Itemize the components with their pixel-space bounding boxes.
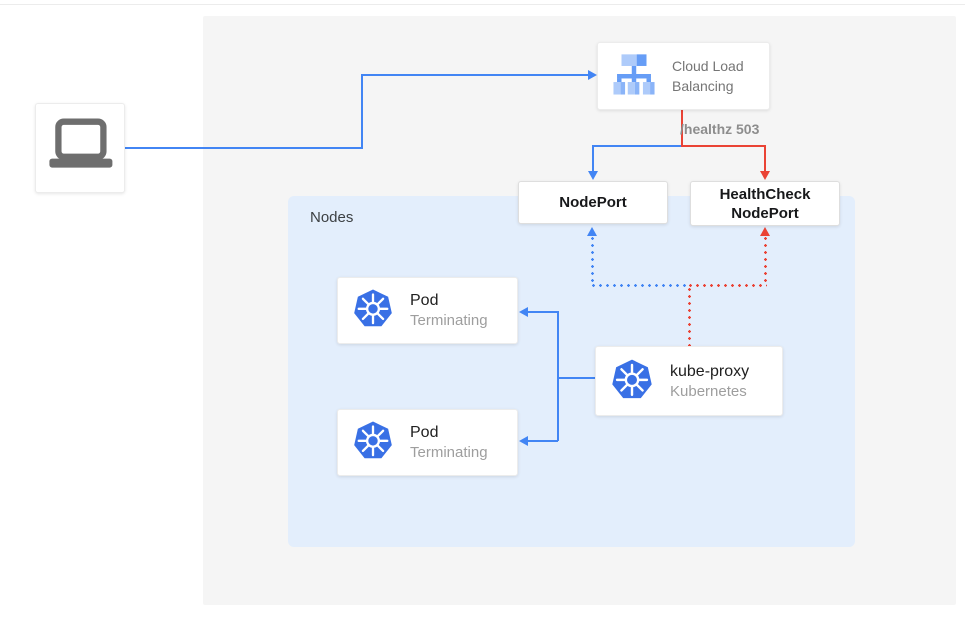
nodes-region-label: Nodes (310, 209, 354, 226)
clb-label-line2: Balancing (672, 78, 734, 94)
top-divider (0, 4, 965, 5)
edge-to-pod1 (528, 311, 558, 313)
edge-to-healthcheck-v (764, 145, 766, 172)
pod2-labels: Pod Terminating (410, 422, 488, 463)
kube-proxy-card: kube-proxy Kubernetes (595, 346, 783, 416)
laptop-icon (44, 116, 116, 181)
arrowhead-into-pod1 (519, 307, 528, 317)
edge-client-clb-h2 (361, 74, 588, 76)
cloud-load-balancing-card: Cloud Load Balancing (597, 42, 770, 110)
kubernetes-icon (352, 287, 394, 334)
clb-label-line1: Cloud Load (672, 58, 744, 74)
kube-proxy-title: kube-proxy (670, 362, 750, 380)
arrowhead-dotted-into-healthcheck (760, 227, 770, 236)
pod2-title: Pod (410, 424, 439, 441)
edge-dotted-healthcheck-v (764, 237, 767, 286)
pod1-title: Pod (410, 292, 439, 309)
edge-dotted-nodeport-v (591, 237, 594, 286)
cloud-load-balancing-icon (609, 52, 659, 101)
edge-kubeproxy-up-dotted (688, 288, 691, 346)
arrowhead-into-clb (588, 70, 597, 80)
kubernetes-icon (352, 419, 394, 466)
nodeport-card: NodePort (518, 181, 668, 224)
edge-client-clb-v (361, 74, 363, 149)
kube-proxy-labels: kube-proxy Kubernetes (670, 361, 749, 402)
edge-split-left-blue (592, 145, 682, 147)
edge-to-pod2 (528, 440, 558, 442)
pod2-card: Pod Terminating (337, 409, 518, 476)
pod1-labels: Pod Terminating (410, 290, 488, 331)
edge-split-right-red (681, 145, 766, 147)
edge-dotted-left-blue (592, 284, 689, 287)
edge-clb-down-red (681, 110, 683, 147)
kubernetes-icon (610, 357, 654, 406)
arrowhead-into-nodeport (588, 171, 598, 180)
edge-pods-trunk (557, 311, 559, 441)
edge-kubeproxy-left (557, 377, 595, 379)
kube-proxy-subtitle: Kubernetes (670, 382, 747, 400)
healthcheck-nodeport-card: HealthCheck NodePort (690, 181, 840, 226)
pod2-status: Terminating (410, 444, 488, 461)
pod1-status: Terminating (410, 312, 488, 329)
arrowhead-into-pod2 (519, 436, 528, 446)
arrowhead-into-healthcheck (760, 171, 770, 180)
healthcheck-label-line1: HealthCheck (719, 185, 811, 203)
edge-dotted-right-red (689, 284, 767, 287)
cloud-load-balancing-label: Cloud Load Balancing (672, 56, 744, 96)
nodeport-label: NodePort (559, 194, 627, 211)
healthcheck-label-line2: NodePort (731, 204, 799, 222)
arrowhead-dotted-into-nodeport (587, 227, 597, 236)
client-device-card (35, 103, 125, 193)
healthz-annotation: /healthz 503 (680, 121, 760, 137)
edge-to-nodeport-v (592, 145, 594, 172)
edge-client-clb-h1 (125, 147, 363, 149)
pod1-card: Pod Terminating (337, 277, 518, 344)
